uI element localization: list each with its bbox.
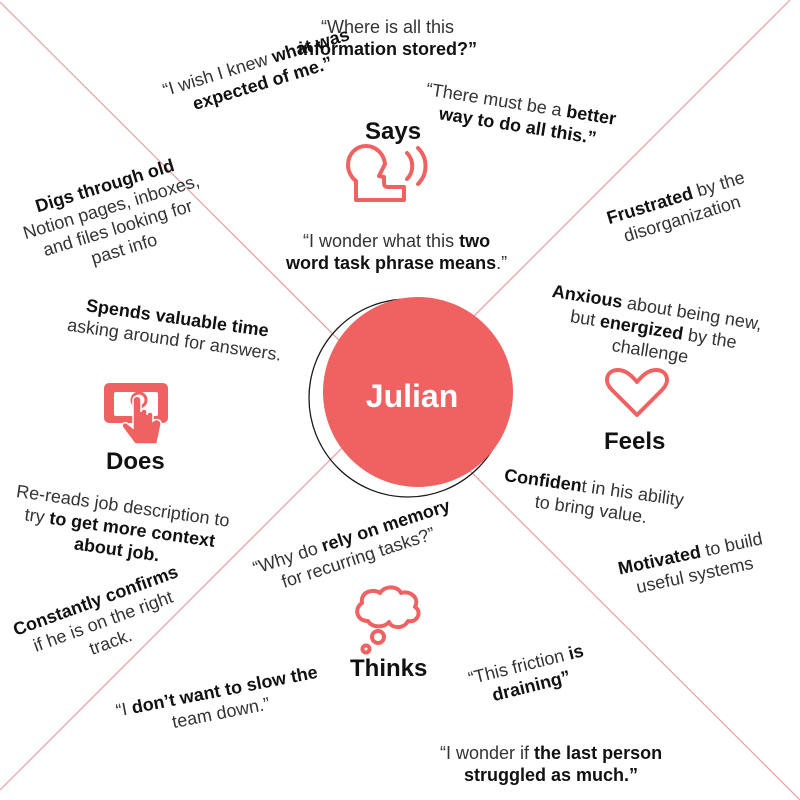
says-note-two-word: “I wonder what this two word task phrase…: [286, 231, 508, 273]
thinks-note-last-person: “I wonder if the last person struggled a…: [440, 743, 663, 785]
persona-name: Julian: [365, 378, 459, 414]
feels-title: Feels: [604, 428, 666, 455]
says-title: Says: [365, 118, 422, 145]
persona-circle-fill: [323, 297, 513, 487]
does-title: Does: [106, 448, 165, 475]
thinks-title: Thinks: [350, 655, 428, 682]
thought-bubble-icon: [355, 585, 421, 655]
speaking-head-icon: [346, 144, 428, 202]
says-note-info-stored: “Where is all this information stored?”: [298, 17, 477, 59]
touch-screen-icon: [104, 383, 168, 445]
heart-icon: [605, 368, 669, 417]
